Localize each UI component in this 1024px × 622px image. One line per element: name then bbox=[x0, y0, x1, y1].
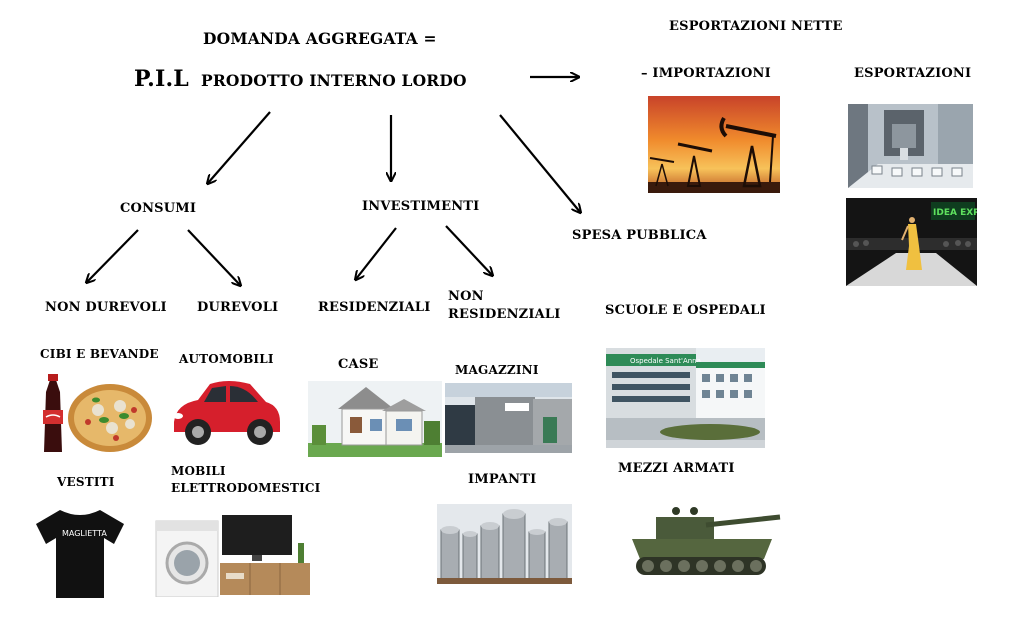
oil-pumps-image bbox=[648, 96, 780, 193]
car-image bbox=[168, 376, 284, 450]
food-drink-image bbox=[38, 372, 154, 458]
tshirt-text: MAGLIETTA bbox=[62, 529, 107, 538]
label-esportazioni-nette: ESPORTAZIONI NETTE bbox=[669, 19, 843, 34]
tshirt-image: MAGLIETTA bbox=[34, 506, 126, 600]
warehouse-image bbox=[445, 383, 572, 453]
hospital-image: Ospedale Sant'Anna bbox=[606, 348, 765, 448]
house-image bbox=[308, 381, 442, 457]
label-mobili: MOBILI bbox=[171, 464, 226, 478]
appliances-image bbox=[154, 513, 310, 597]
label-consumi: CONSUMI bbox=[120, 201, 197, 216]
plant-tanks-image bbox=[437, 504, 572, 584]
military-tank-image bbox=[626, 495, 782, 585]
label-residenziali: RESIDENZIALI bbox=[318, 300, 431, 315]
title-pil-full: PRODOTTO INTERNO LORDO bbox=[201, 71, 467, 90]
label-elettrodomestici: ELETTRODOMESTICI bbox=[171, 481, 321, 495]
label-durevoli: DUREVOLI bbox=[197, 300, 279, 315]
arrow-to-consumi bbox=[208, 111, 271, 183]
label-cibi-bevande: CIBI E BEVANDE bbox=[40, 347, 159, 361]
label-mezzi-armati: MEZZI ARMATI bbox=[618, 461, 735, 476]
label-case: CASE bbox=[338, 357, 379, 372]
idea-export-logo: IDEA EXPORT bbox=[933, 208, 977, 218]
label-vestiti: VESTITI bbox=[57, 475, 115, 489]
arrow-to-durevoli bbox=[187, 229, 240, 285]
label-automobili: AUTOMOBILI bbox=[179, 352, 274, 366]
label-non-durevoli: NON DUREVOLI bbox=[45, 300, 167, 315]
label-esportazioni: ESPORTAZIONI bbox=[854, 66, 972, 81]
label-magazzini: MAGAZZINI bbox=[455, 363, 539, 377]
arrow-to-non-residenziali bbox=[445, 225, 492, 275]
title-domanda: DOMANDA AGGREGATA = bbox=[203, 29, 437, 48]
label-non: NON bbox=[448, 289, 484, 304]
arrow-to-residenziali bbox=[356, 227, 397, 279]
hospital-sign-text: Ospedale Sant'Anna bbox=[630, 357, 701, 365]
label-scuole-ospedali: SCUOLE E OSPEDALI bbox=[605, 303, 766, 318]
label-impanti: IMPANTI bbox=[468, 472, 537, 487]
label-non-residenziali: RESIDENZIALI bbox=[448, 307, 561, 322]
arrow-to-spesa bbox=[499, 114, 580, 212]
fashion-runway-image: IDEA EXPORT bbox=[846, 198, 977, 286]
factory-export-image bbox=[848, 104, 973, 188]
label-spesa-pubblica: SPESA PUBBLICA bbox=[572, 228, 707, 243]
arrow-to-non-durevoli bbox=[87, 229, 139, 282]
label-investimenti: INVESTIMENTI bbox=[362, 199, 480, 214]
title-pil: P.I.L bbox=[134, 66, 189, 92]
label-importazioni: – IMPORTAZIONI bbox=[641, 66, 771, 81]
